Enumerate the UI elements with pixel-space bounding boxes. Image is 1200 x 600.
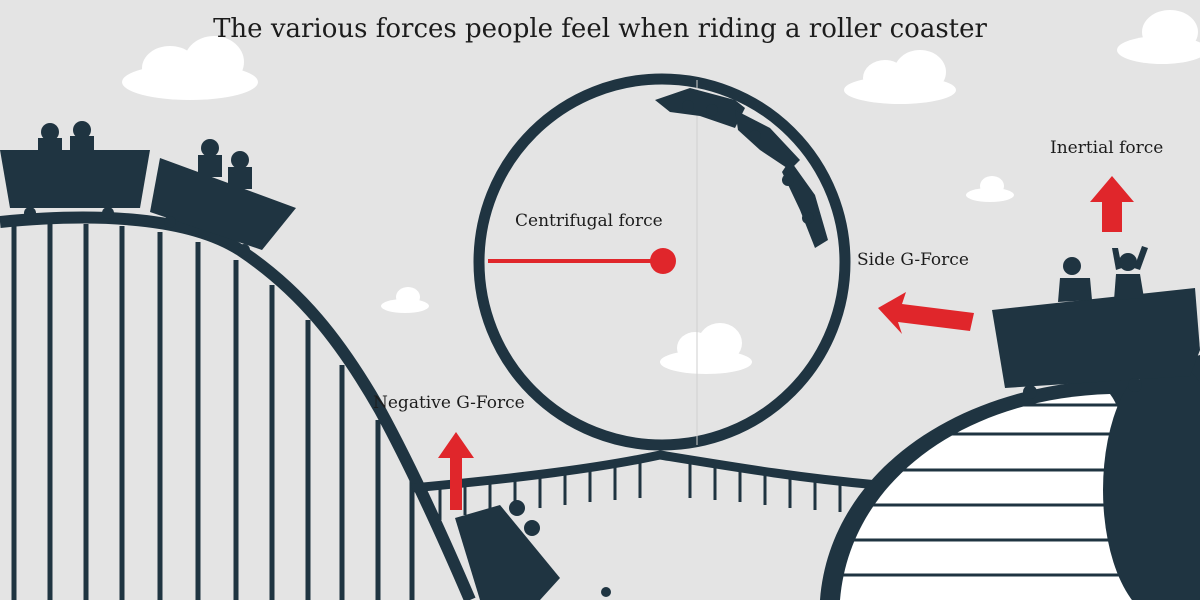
diagram-title: The various forces people feel when ridi…	[213, 14, 987, 44]
cloud-top-right	[1117, 10, 1200, 64]
centrifugal-force-label: Centrifugal force	[515, 211, 663, 231]
side-g-force-label: Side G-Force	[857, 250, 969, 270]
cloud-small-left	[381, 287, 429, 313]
drop-track	[0, 211, 476, 600]
right-coaster-car	[992, 246, 1200, 399]
descending-coaster-car	[455, 500, 611, 600]
cloud-inside-loop	[660, 323, 752, 374]
inertial-force-arrow	[1090, 176, 1134, 232]
loop-track	[473, 73, 851, 451]
second-coaster-car	[150, 139, 296, 256]
cloud-top-center	[844, 50, 956, 104]
left-tower-supports	[11, 222, 415, 600]
right-hill	[820, 343, 1200, 600]
centrifugal-force-arrow	[488, 248, 676, 274]
top-left-coaster-car	[0, 121, 150, 219]
negative-g-force-label: Negative G-Force	[373, 393, 525, 413]
cloud-top-left	[122, 36, 258, 100]
inertial-force-label: Inertial force	[1050, 138, 1164, 158]
loop-riders	[655, 88, 828, 248]
negative-g-arrow	[438, 432, 474, 510]
side-g-arrow	[878, 292, 974, 334]
bridge-track	[411, 450, 879, 493]
cloud-small-right	[966, 176, 1014, 202]
